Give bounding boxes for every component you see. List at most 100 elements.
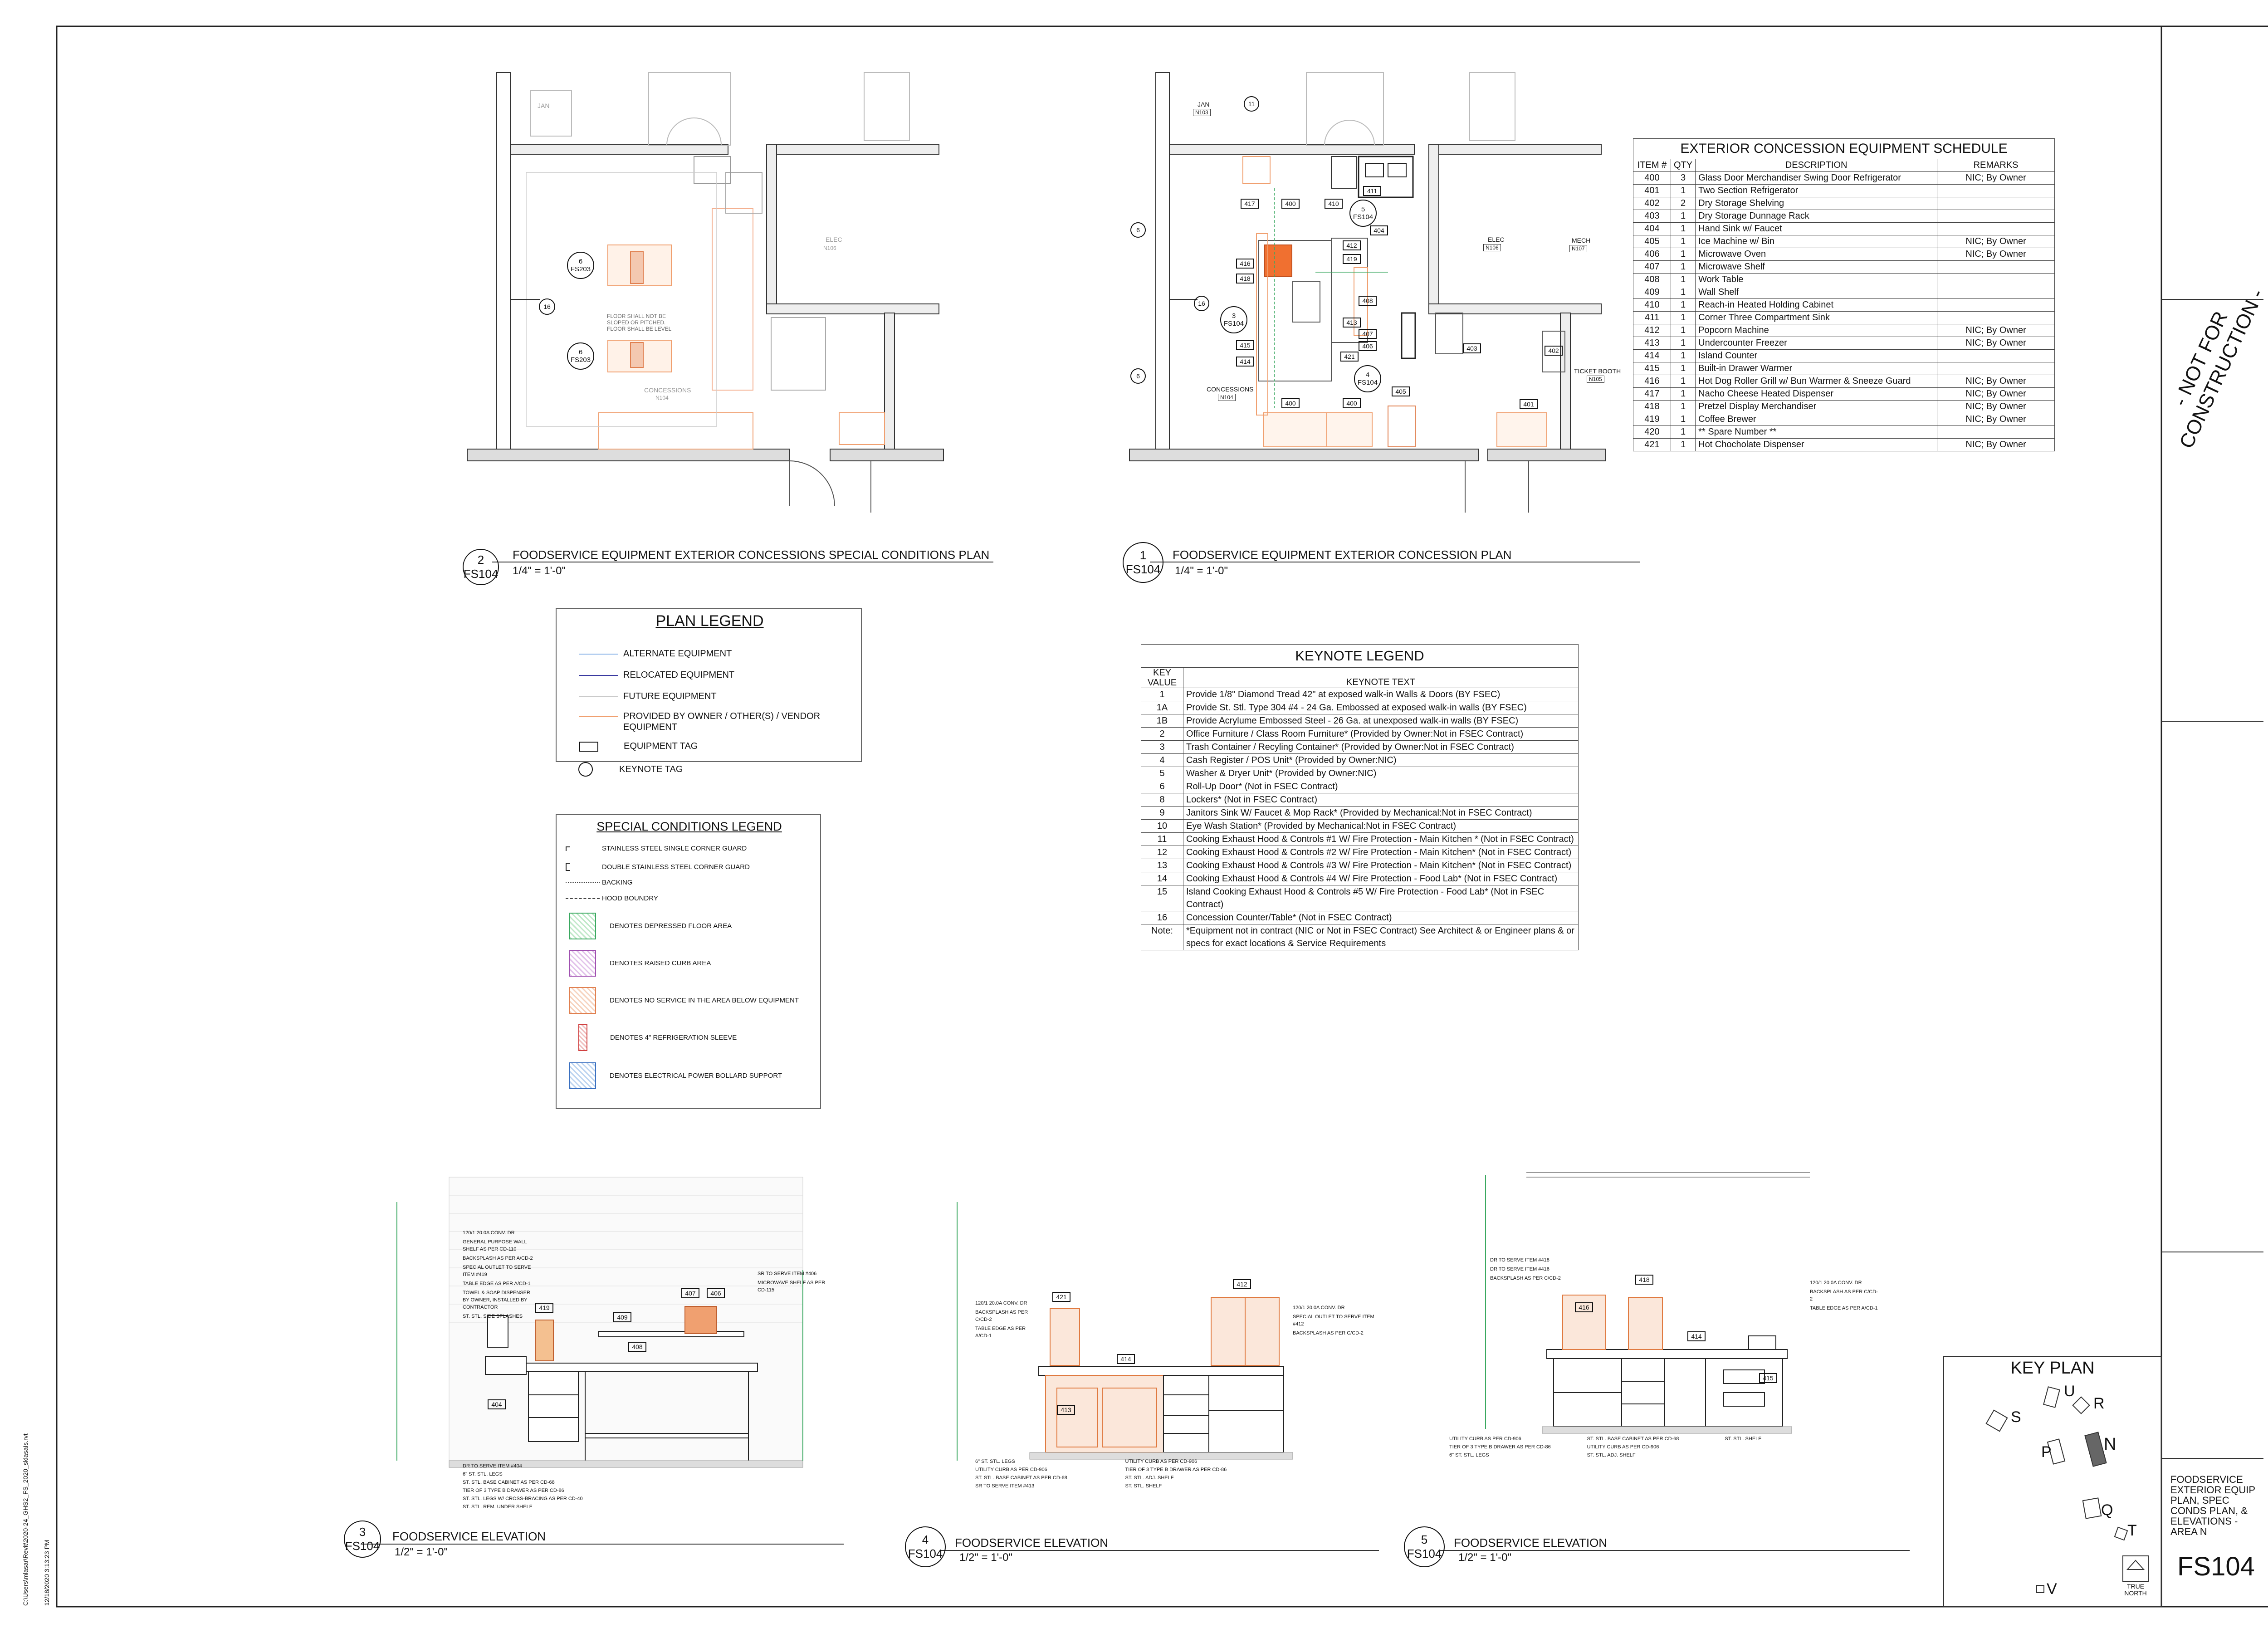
room-number-ticket-booth: N105 <box>1587 376 1604 383</box>
room-label-concessions: CONCESSIONS <box>1207 386 1254 393</box>
plan-1-keynote-tag[interactable]: 11 <box>1244 96 1259 112</box>
key-plan-area-q[interactable]: Q <box>2101 1501 2113 1519</box>
cell-description: Hot Dog Roller Grill w/ Bun Warmer & Sne… <box>1695 375 1938 388</box>
room-label-elec: ELEC <box>1488 236 1505 243</box>
sheet-title-line: EXTERIOR EQUIP <box>2170 1484 2256 1496</box>
sc-item-double-corner: DOUBLE STAINLESS STEEL CORNER GUARD <box>566 863 750 871</box>
cell-qty: 1 <box>1670 222 1696 235</box>
callout-sheet: FS203 <box>570 265 591 273</box>
key-plan-area-p[interactable]: P <box>2041 1443 2052 1461</box>
equipment-tag[interactable]: 400 <box>1281 398 1300 408</box>
key-plan-area-t[interactable]: T <box>2127 1522 2137 1539</box>
sleeve-icon <box>578 1024 587 1051</box>
plan-1-callout-5[interactable]: 5 FS104 <box>1349 200 1377 227</box>
equipment-tag[interactable]: 418 <box>1236 274 1254 284</box>
legend-item-keynote-tag: KEYNOTE TAG <box>578 762 683 777</box>
equipment-tag[interactable]: 412 <box>1343 240 1361 250</box>
equipment-tag[interactable]: 404 <box>488 1399 506 1409</box>
cell-remarks: NIC; By Owner <box>1937 375 2055 388</box>
plan-1-callout-3[interactable]: 3 FS104 <box>1220 306 1247 333</box>
cell-description: Work Table <box>1695 273 1938 286</box>
elevation-note: ST. STL. BASE CABINET AS PER CD-68 <box>463 1480 555 1485</box>
equipment-tag[interactable]: 406 <box>1359 341 1377 351</box>
true-north-label: TRUE NORTH <box>2124 1583 2147 1597</box>
equipment-tag[interactable]: 419 <box>1343 254 1361 264</box>
equipment-tag[interactable]: 409 <box>613 1312 631 1322</box>
elevation-4-view-number[interactable]: 4 FS104 <box>905 1526 946 1567</box>
equipment-tag[interactable]: 405 <box>1392 386 1410 396</box>
equipment-tag[interactable]: 417 <box>1241 199 1259 209</box>
plan-2-keynote-tag[interactable]: 16 <box>539 298 555 315</box>
plan-2-callout-b[interactable]: 6 FS203 <box>567 342 594 370</box>
key-plan-area-u[interactable]: U <box>2064 1383 2075 1400</box>
callout-number: 4 <box>1365 371 1370 379</box>
equipment-tag[interactable]: 401 <box>1520 399 1538 409</box>
key-plan-area-r[interactable]: R <box>2093 1395 2105 1412</box>
equipment-tag[interactable]: 416 <box>1575 1302 1593 1312</box>
equipment-tag[interactable]: 421 <box>1052 1292 1070 1302</box>
line-swatch <box>579 716 618 717</box>
equipment-tag[interactable]: 402 <box>1545 346 1563 356</box>
elevation-note: GENERAL PURPOSE WALL SHELF AS PER CD-110 <box>463 1239 527 1252</box>
key-plan-area-v[interactable]: V <box>2047 1580 2057 1598</box>
cell-qty: 1 <box>1670 184 1696 197</box>
elevation-3-view-number[interactable]: 3 FS104 <box>344 1521 381 1558</box>
equipment-tag[interactable]: 414 <box>1117 1354 1135 1364</box>
plan-1-view-number[interactable]: 1 FS104 <box>1123 542 1163 583</box>
plan-2-view-number[interactable]: 2 FS104 <box>463 549 499 585</box>
equipment-tag[interactable]: 408 <box>1359 296 1377 306</box>
equipment-tag[interactable]: 406 <box>707 1288 725 1298</box>
equipment-tag[interactable]: 408 <box>628 1342 646 1352</box>
equipment-tag[interactable]: 400 <box>1281 199 1300 209</box>
equipment-tag[interactable]: 414 <box>1236 357 1254 367</box>
equipment-tag[interactable]: 419 <box>535 1303 553 1313</box>
elevation-note: 120/1 20.0A CONV. DR <box>975 1301 1027 1306</box>
equipment-tag[interactable]: 415 <box>1236 340 1254 350</box>
equipment-tag[interactable]: 403 <box>1463 343 1481 353</box>
sheet-title-line: PLAN, SPEC <box>2170 1495 2229 1506</box>
elevation-note: 6" ST. STL. LEGS <box>463 1472 503 1477</box>
equipment-tag[interactable]: 407 <box>681 1288 699 1298</box>
elevation-5-view-number[interactable]: 5 FS104 <box>1404 1526 1445 1567</box>
cell-item: 414 <box>1633 349 1671 362</box>
key-plan-title: KEY PLAN <box>2010 1359 2095 1378</box>
equipment-tag[interactable]: 412 <box>1233 1279 1251 1289</box>
cell-key-value: 1 <box>1141 688 1183 701</box>
sc-label: DENOTES DEPRESSED FLOOR AREA <box>610 922 732 930</box>
cell-qty: 1 <box>1670 235 1696 248</box>
cell-qty: 1 <box>1670 400 1696 413</box>
cell-keynote-text: Cooking Exhaust Hood & Controls #4 W/ Fi… <box>1183 872 1579 885</box>
equipment-tag[interactable]: 411 <box>1363 186 1381 196</box>
plan-1-keynote-tag[interactable]: 6 <box>1130 222 1146 238</box>
elevation-note: ST. STL. BASE CABINET AS PER CD-68 <box>975 1475 1067 1481</box>
equipment-tag[interactable]: 404 <box>1370 225 1388 235</box>
sc-label: DENOTES RAISED CURB AREA <box>610 959 711 967</box>
sc-item-single-corner: STAINLESS STEEL SINGLE CORNER GUARD <box>566 845 747 852</box>
plan-2-callout-a[interactable]: 6 FS203 <box>567 252 594 279</box>
legend-label-cont: EQUIPMENT <box>623 722 677 732</box>
equipment-tag[interactable]: 413 <box>1057 1405 1075 1415</box>
key-plan-area-s[interactable]: S <box>2011 1408 2021 1426</box>
callout-sheet: FS104 <box>1357 379 1378 386</box>
equipment-tag[interactable]: 416 <box>1236 259 1254 269</box>
cell-key-value: 4 <box>1141 753 1183 767</box>
elevation-note: TIER OF 3 TYPE B DRAWER AS PER CD-86 <box>1449 1444 1551 1450</box>
equipment-tag[interactable]: 410 <box>1325 199 1343 209</box>
plan-1-keynote-tag[interactable]: 6 <box>1130 368 1146 384</box>
equipment-tag[interactable]: 413 <box>1343 318 1361 328</box>
plan-1-callout-4[interactable]: 4 FS104 <box>1354 365 1381 392</box>
equipment-tag[interactable]: 414 <box>1687 1331 1706 1341</box>
equipment-tag[interactable]: 421 <box>1340 352 1359 362</box>
equipment-tag[interactable]: 415 <box>1759 1373 1777 1383</box>
equipment-tag[interactable]: 418 <box>1635 1275 1653 1285</box>
cell-description: Two Section Refrigerator <box>1695 184 1938 197</box>
sc-label: STAINLESS STEEL SINGLE CORNER GUARD <box>602 845 747 852</box>
equipment-tag[interactable]: 407 <box>1359 329 1377 339</box>
key-plan-area-n[interactable]: N <box>2104 1435 2116 1454</box>
equipment-tag[interactable]: 400 <box>1343 398 1361 408</box>
plan-1-keynote-tag[interactable]: 16 <box>1194 296 1209 311</box>
